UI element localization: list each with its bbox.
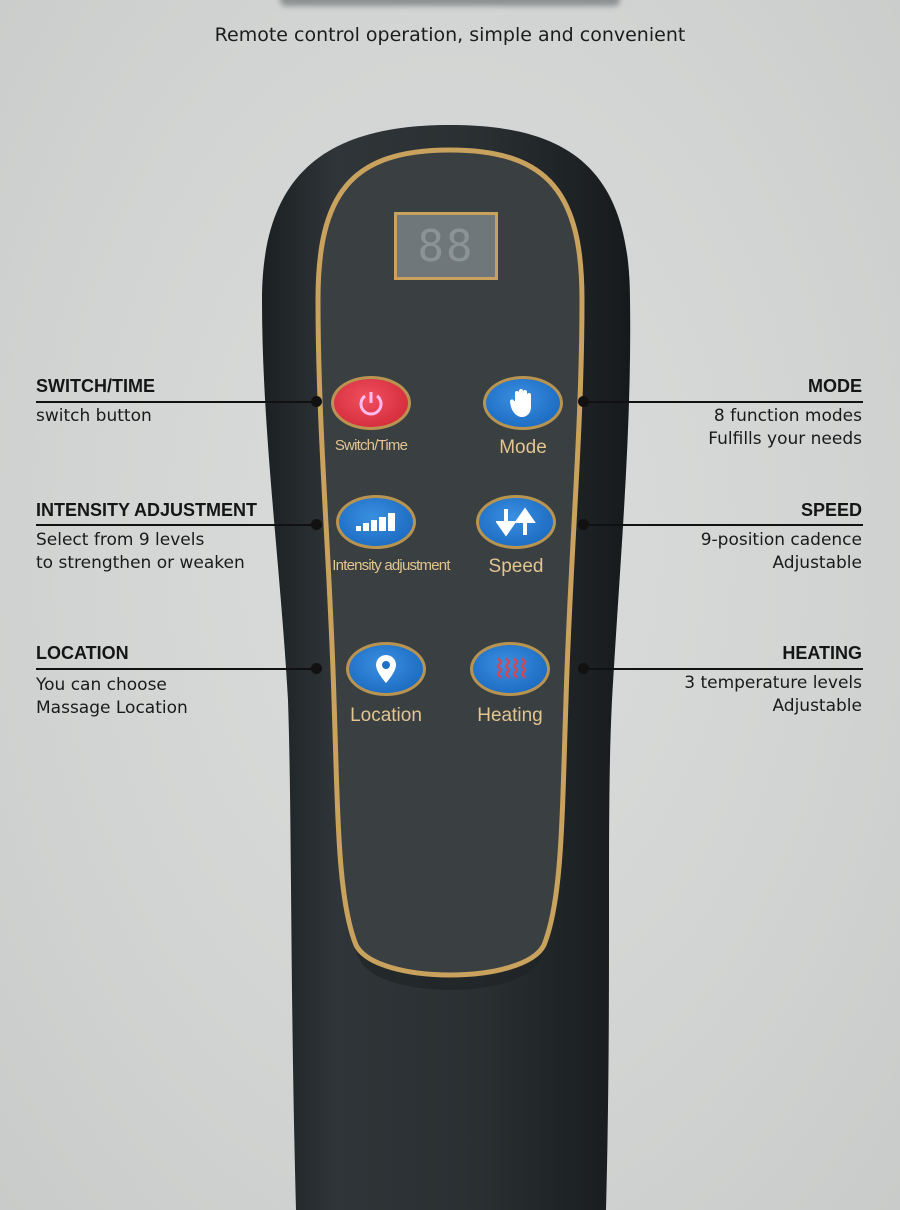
heating-label: Heating — [477, 705, 543, 726]
power-icon — [359, 392, 383, 416]
up-down-arrows-icon — [496, 507, 536, 537]
location-pin-icon — [376, 655, 396, 683]
callout-desc: You can choose — [36, 675, 167, 695]
callout-title: HEATING — [782, 643, 862, 663]
callout-title: SPEED — [800, 500, 862, 520]
callout-speed: SPEED 9-position cadence Adjustable — [701, 500, 862, 575]
mode-button[interactable] — [483, 376, 563, 430]
heating-button[interactable] — [470, 642, 550, 696]
callout-line — [36, 401, 316, 403]
callout-mode: MODE 8 function modes Fulfills your need… — [708, 376, 862, 451]
callout-dot — [311, 396, 322, 407]
callout-dot — [578, 519, 589, 530]
callout-dot — [311, 663, 322, 674]
callout-title: SWITCH/TIME — [36, 376, 155, 396]
signal-bars-icon — [356, 513, 395, 531]
location-label: Location — [350, 705, 422, 726]
subtitle: Remote control operation, simple and con… — [214, 24, 686, 46]
callout-heating: HEATING 3 temperature levels Adjustable — [684, 643, 862, 718]
callout-title: MODE — [808, 376, 862, 396]
callout-dot — [311, 519, 322, 530]
callout-desc: Massage Location — [36, 698, 188, 718]
switch-time-label: Switch/Time — [334, 437, 408, 454]
mode-label: Mode — [499, 437, 547, 458]
intensity-adjustment-button[interactable] — [336, 495, 416, 549]
callout-desc: 8 function modes — [713, 406, 862, 426]
speed-label: Speed — [488, 556, 544, 577]
callout-dot — [578, 396, 589, 407]
callout-desc: Adjustable — [772, 696, 862, 716]
callout-title: INTENSITY ADJUSTMENT — [36, 500, 258, 520]
speed-button[interactable] — [476, 495, 556, 549]
callout-intensity: INTENSITY ADJUSTMENT Select from 9 level… — [36, 500, 257, 575]
callout-line — [36, 668, 316, 670]
callout-line — [583, 668, 863, 670]
callout-desc: to strengthen or weaken — [36, 553, 245, 573]
callout-line — [36, 524, 316, 526]
callout-location: LOCATION You can choose Massage Location — [36, 643, 188, 720]
callout-line — [583, 524, 863, 526]
callout-desc: Fulfills your needs — [708, 429, 862, 449]
intensity-adjustment-label: Intensity adjustment — [332, 557, 450, 574]
callout-switch-time: SWITCH/TIME switch button — [36, 376, 155, 428]
hand-icon — [509, 389, 531, 417]
switch-time-button[interactable] — [331, 376, 411, 430]
callout-dot — [578, 663, 589, 674]
callout-desc: Adjustable — [772, 553, 862, 573]
cropped-heading — [280, 0, 620, 6]
callout-title: LOCATION — [36, 643, 129, 663]
digital-display: 88 — [394, 212, 498, 280]
callout-desc: 9-position cadence — [700, 530, 862, 550]
callout-desc: Select from 9 levels — [36, 530, 205, 550]
callout-desc: 3 temperature levels — [684, 673, 862, 693]
location-button[interactable] — [346, 642, 426, 696]
heat-waves-icon — [496, 657, 527, 679]
callout-desc: switch button — [36, 406, 152, 426]
callout-line — [583, 401, 863, 403]
